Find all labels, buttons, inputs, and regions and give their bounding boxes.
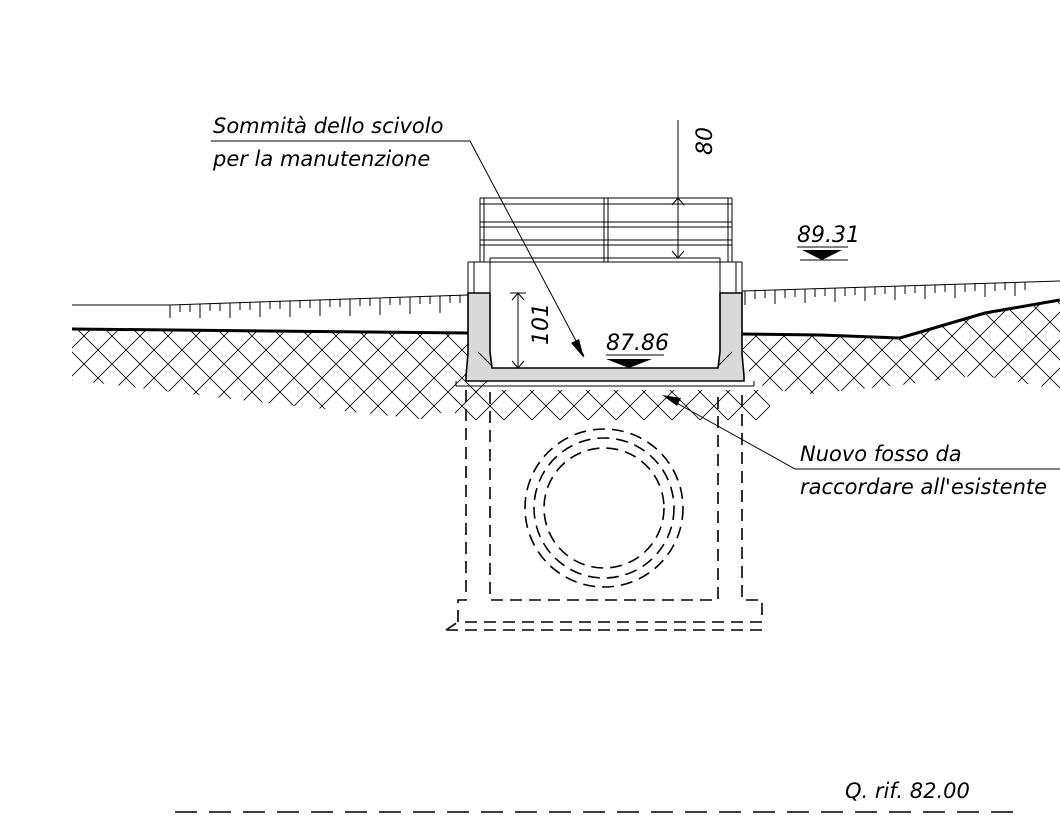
- existing-ground-line: [71, 327, 469, 335]
- railing: [467, 197, 743, 293]
- ground-ticks-left: [169, 295, 461, 318]
- channel-depth-value: 101: [529, 303, 554, 345]
- soil-hatch-left: [72, 330, 490, 420]
- bottom-elevation-triangle: [606, 359, 652, 368]
- channel-depth-dimension: [510, 292, 526, 369]
- soil-hatch-right: [740, 300, 1060, 395]
- ground-elevation-triangle: [802, 250, 842, 260]
- railing-height-dimension: [671, 120, 685, 259]
- channel-inner-fillet-right: [717, 351, 733, 367]
- reference-level-label: Q. rif. 82.00: [845, 779, 970, 803]
- culvert-pipe: [524, 428, 684, 588]
- new-ditch-leader: [663, 395, 1060, 470]
- existing-box-culvert: [445, 390, 763, 631]
- slide-top-label-line2: per la manutenzione: [212, 147, 430, 171]
- channel-inner-fillet-left: [477, 351, 493, 367]
- lean-concrete-base: [455, 381, 755, 387]
- existing-ground-line-right: [741, 298, 1060, 340]
- slide-top-arrowhead: [571, 339, 584, 358]
- new-ditch-label-line1: Nuovo fosso da: [800, 442, 962, 466]
- ground-elevation-label: 89.31: [797, 223, 860, 248]
- new-ditch-arrowhead: [662, 395, 681, 406]
- slide-top-label-line1: Sommità dello scivolo: [213, 114, 443, 138]
- soil-hatch-under-channel: [455, 390, 770, 420]
- bottom-elevation-label: 87.86: [606, 331, 669, 356]
- railing-height-value: 80: [693, 127, 718, 155]
- concrete-channel-section: [465, 292, 745, 382]
- new-ditch-label-line2: raccordare all'esistente: [800, 475, 1047, 499]
- ground-ticks-right: [744, 282, 1026, 305]
- project-ground-line-right: [741, 280, 1060, 292]
- slide-top-leader: [211, 140, 585, 357]
